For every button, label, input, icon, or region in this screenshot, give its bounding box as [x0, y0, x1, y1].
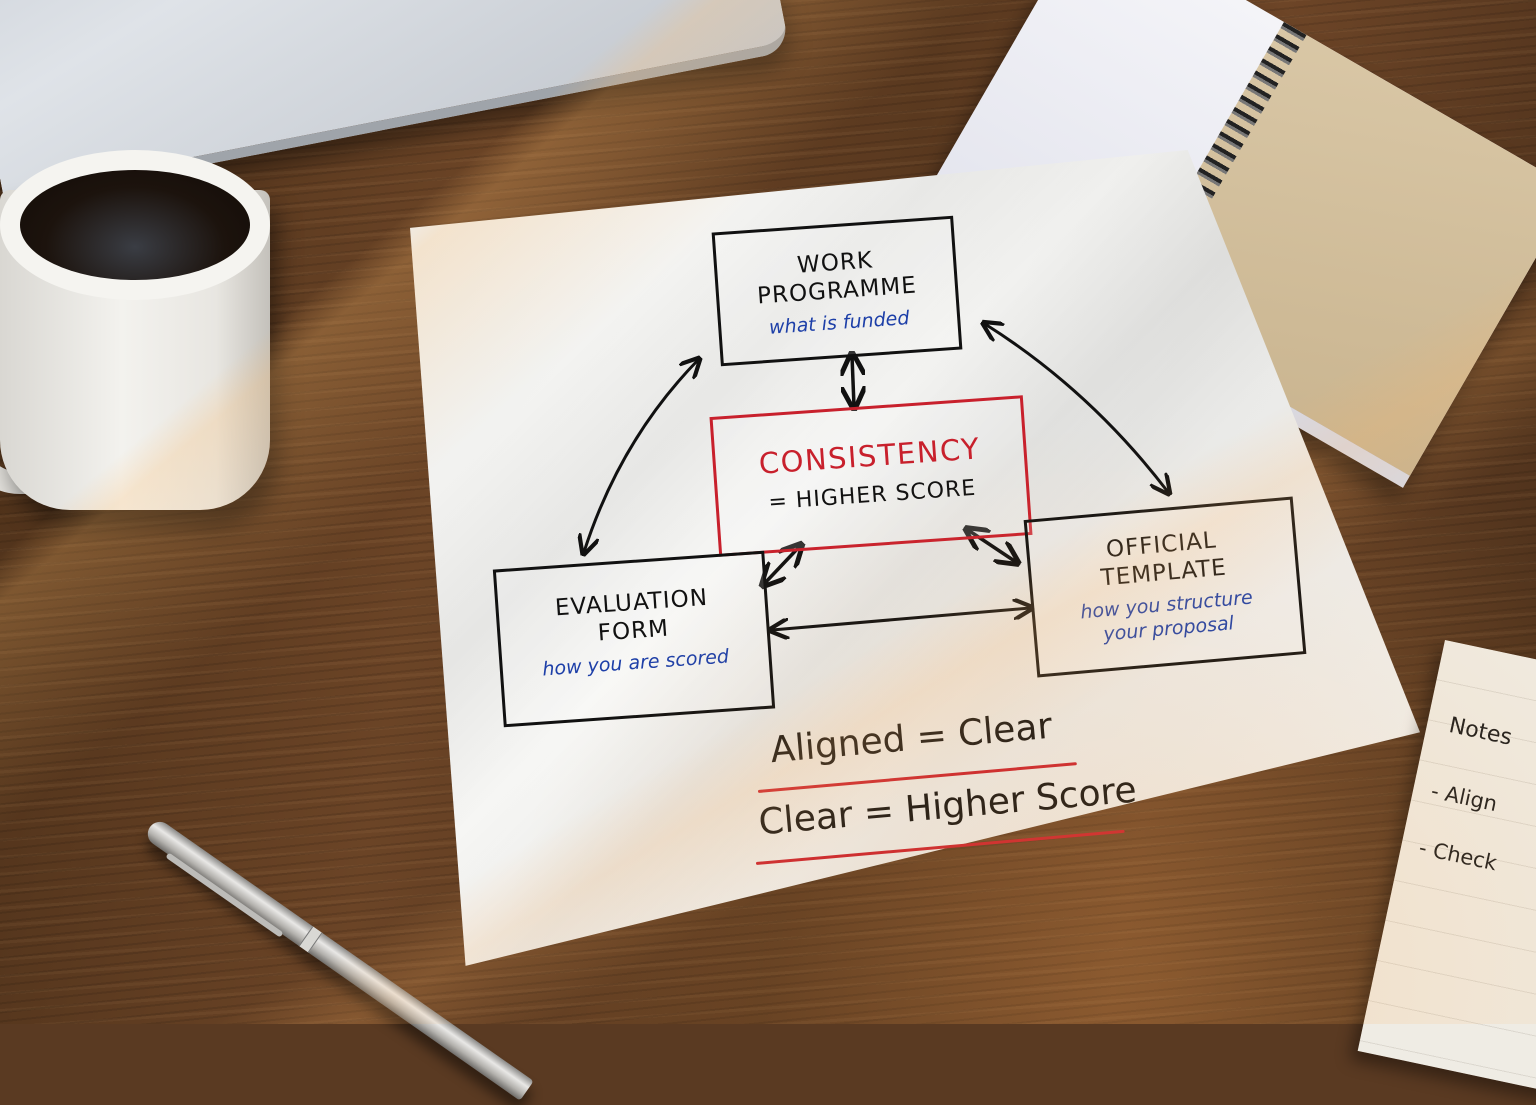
pen-ring: [298, 926, 323, 953]
coffee: [20, 170, 250, 280]
coffee-mug: [0, 150, 280, 520]
node-official-template: OFFICIAL TEMPLATE how you structure your…: [1023, 496, 1307, 678]
notes-title: Notes: [1446, 713, 1515, 751]
node-evaluation-form: EVALUATION FORM how you are scored: [492, 550, 776, 728]
notes-line: - Align: [1428, 778, 1500, 817]
node-work-programme: WORK PROGRAMME what is funded: [711, 215, 963, 367]
node-consistency: CONSISTENCY = HIGHER SCORE: [709, 395, 1033, 557]
notes-line: - Check: [1416, 835, 1499, 876]
